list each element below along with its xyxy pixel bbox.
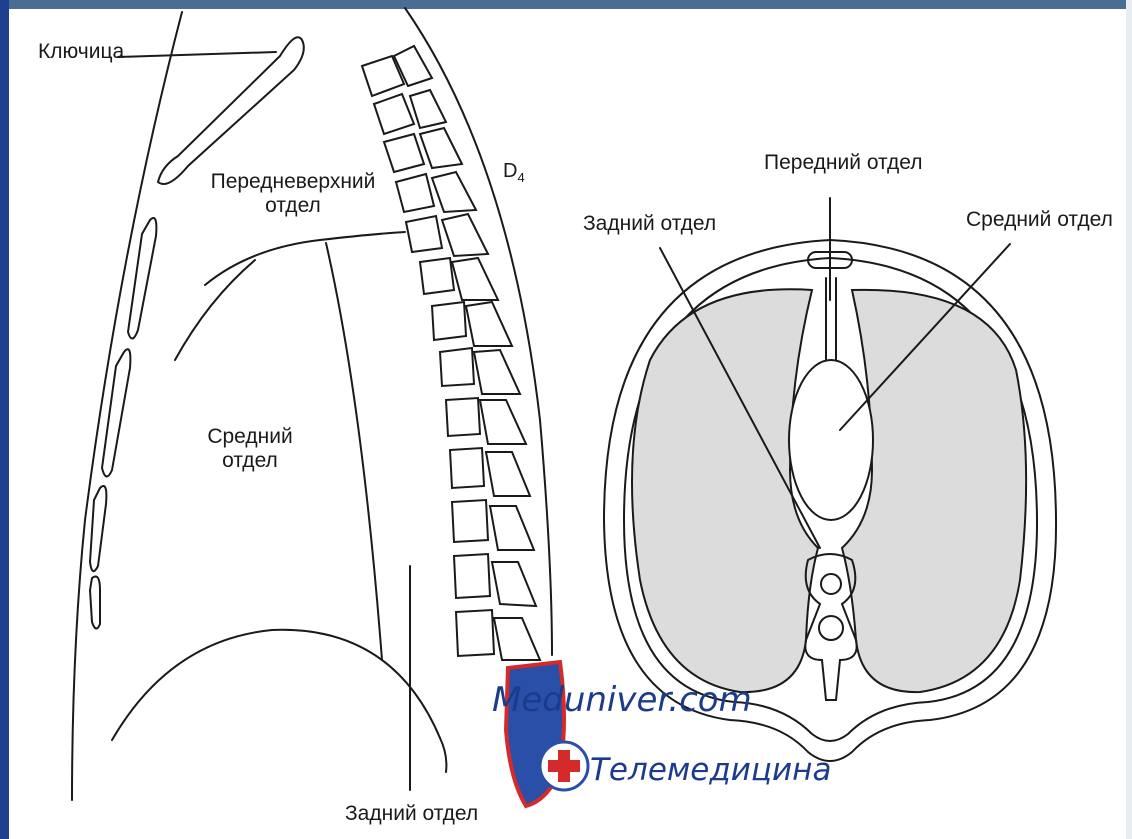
label-anterior-right: Передний отдел [764, 151, 922, 175]
label-anterosuperior-line2: отдел [190, 194, 396, 218]
label-vertebra-subscript: 4 [517, 170, 524, 185]
label-posterior-bottom: Задний отдел [345, 802, 478, 826]
label-middle-left-line1: Средний [195, 425, 305, 449]
middle-region-outline [326, 243, 382, 660]
label-middle-left-line2: отдел [195, 449, 305, 473]
watermark-site-text: Meduniver.com [492, 680, 752, 720]
right-lung [842, 290, 1026, 692]
label-anterosuperior-line1: Передневерхний [190, 170, 396, 194]
anterosuperior-boundary-line [205, 232, 405, 285]
spinal-canal [821, 574, 841, 594]
clavicle-leader-line [118, 52, 276, 57]
diaphragm-dome [112, 630, 440, 740]
label-anterosuperior: Передневерхний отдел [190, 170, 396, 218]
watermark-subtitle-text: Телемедицина [590, 752, 831, 788]
heart-pericardium [789, 360, 873, 520]
clavicle-bone [158, 37, 304, 184]
vertebral-column [362, 46, 540, 660]
label-middle-right: Средний отдел [966, 208, 1113, 232]
label-clavicle: Ключица [38, 40, 124, 64]
anterior-chest-wall-line [72, 12, 182, 800]
label-middle-left: Средний отдел [195, 425, 305, 473]
diaphragm-dome [440, 738, 446, 772]
vertebral-body-circle [819, 616, 843, 640]
sternum-segment [90, 577, 100, 629]
label-posterior-right: Задний отдел [583, 212, 716, 236]
sternum-segment [128, 218, 156, 339]
posterior-chest-wall-line [405, 8, 552, 655]
label-vertebra-d4: D4 [503, 160, 525, 186]
middle-region-outline [175, 260, 255, 360]
sternum-segment [90, 486, 106, 571]
label-vertebra-letter: D [503, 160, 517, 182]
